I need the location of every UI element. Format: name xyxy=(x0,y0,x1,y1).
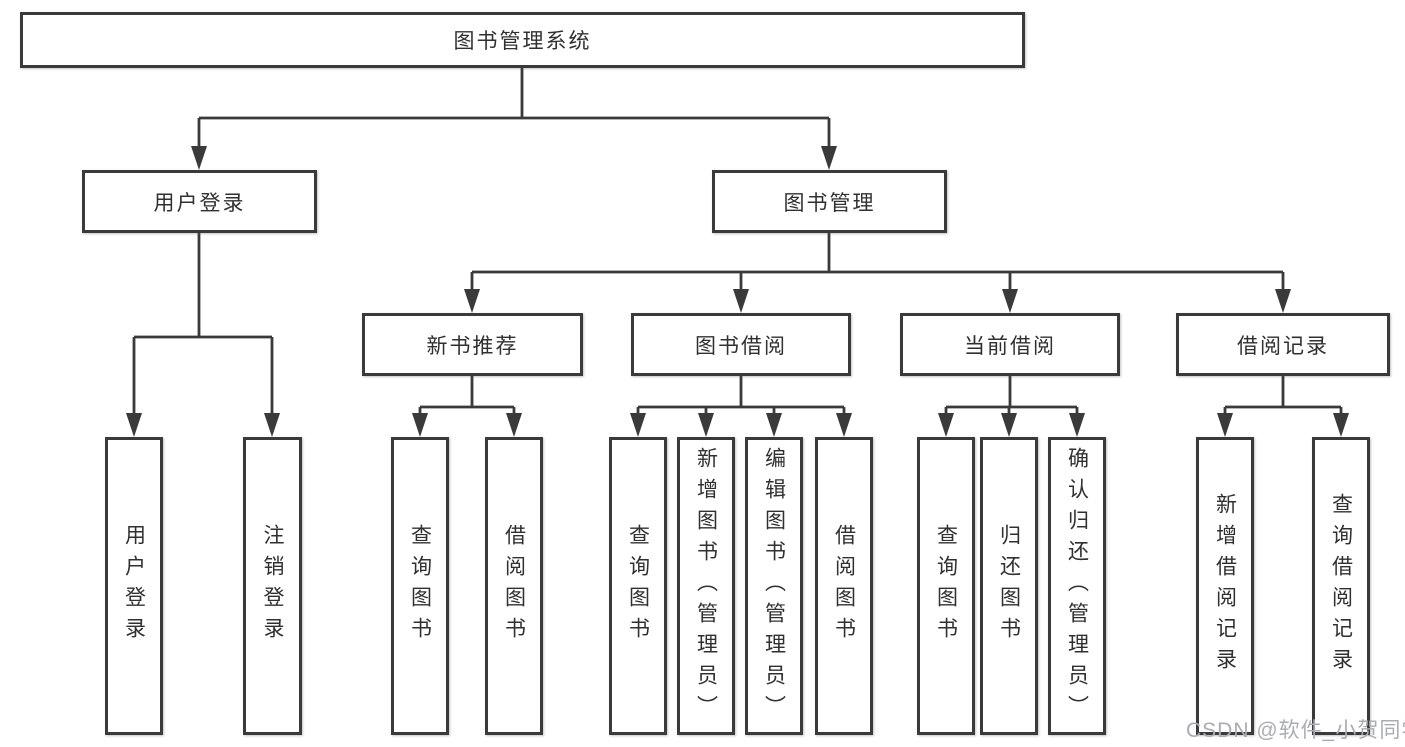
leaf-user-login: 用户登录 xyxy=(105,437,163,735)
leaf-newbooks-borrow-books: 借阅图书 xyxy=(485,437,543,735)
leaf-current-query-books: 查询图书 xyxy=(917,437,975,735)
leaf-borrow-borrow-books: 借阅图书 xyxy=(815,437,873,735)
connector-book-management-branch xyxy=(464,233,1291,313)
node-current-borrowing: 当前借阅 xyxy=(900,313,1120,376)
node-user-login: 用户登录 xyxy=(82,170,317,233)
leaf-logout: 注销登录 xyxy=(243,437,302,735)
node-book-management: 图书管理 xyxy=(712,170,947,233)
leaf-add-borrow-record: 新增借阅记录 xyxy=(1196,437,1254,735)
connector-user-login-branch xyxy=(126,233,280,437)
leaf-add-books-admin: 新增图书（管理员） xyxy=(677,437,735,735)
connector-root-to-level2 xyxy=(191,68,837,170)
leaf-borrow-query-books: 查询图书 xyxy=(609,437,667,735)
leaf-return-books: 归还图书 xyxy=(980,437,1038,735)
leaf-confirm-return-admin: 确认归还（管理员） xyxy=(1048,437,1106,735)
leaf-newbooks-query-books: 查询图书 xyxy=(391,437,449,735)
connector-borrow-records-branch xyxy=(1217,376,1349,437)
node-new-book-recommend: 新书推荐 xyxy=(362,313,583,376)
node-book-borrowing: 图书借阅 xyxy=(631,313,851,376)
connector-current-borrow-branch xyxy=(938,376,1085,437)
csdn-watermark: CSDN @软件_小贺同学 xyxy=(1186,719,1405,742)
connector-book-borrow-branch xyxy=(630,376,852,437)
leaf-edit-books-admin: 编辑图书（管理员） xyxy=(745,437,803,735)
node-borrowing-records: 借阅记录 xyxy=(1176,313,1390,376)
leaf-query-borrow-record: 查询借阅记录 xyxy=(1312,437,1370,735)
connector-new-books-branch xyxy=(412,376,522,437)
node-root-system: 图书管理系统 xyxy=(20,12,1025,68)
